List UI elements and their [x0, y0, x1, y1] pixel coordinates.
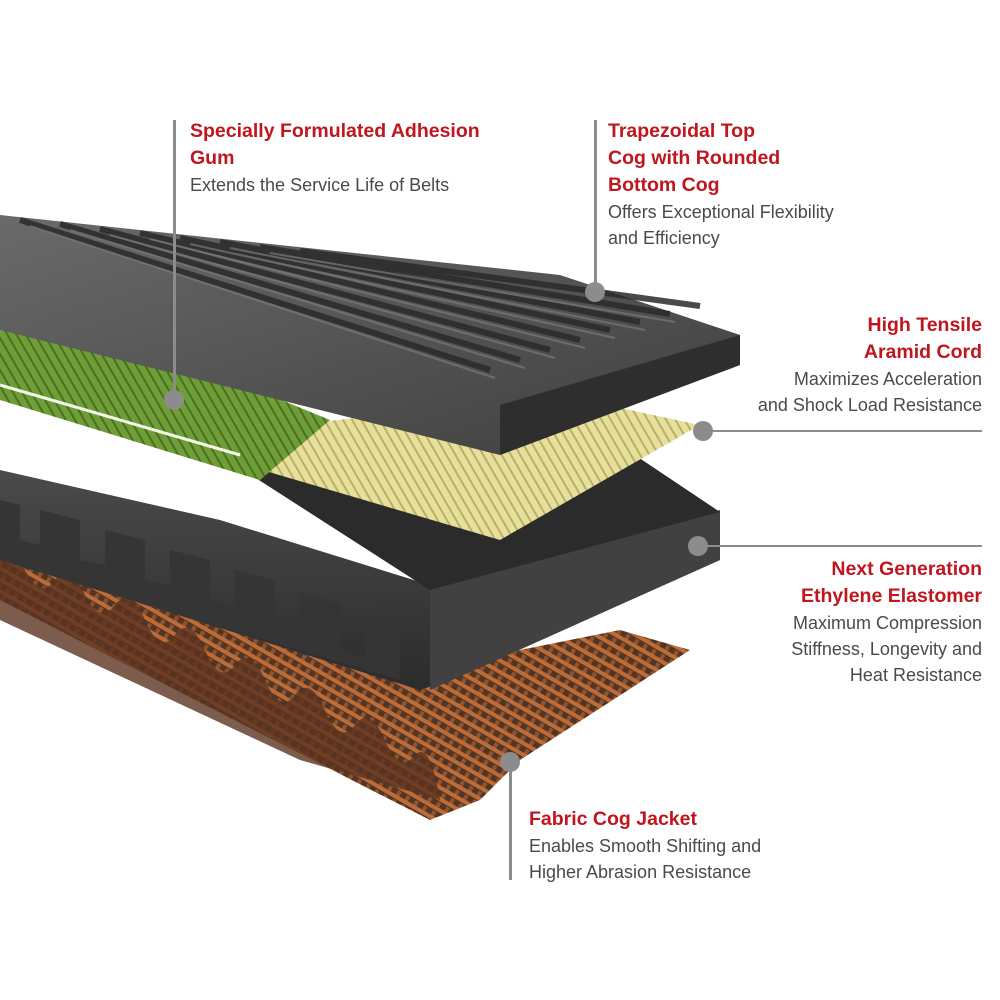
- adhesion-gum-callout: Specially Formulated Adhesion Gum Extend…: [190, 118, 550, 198]
- trapezoidal-cog-description: Offers Exceptional Flexibility and Effic…: [608, 202, 834, 248]
- fabric-jacket-leader-line: [509, 760, 512, 880]
- fabric-jacket-leader-dot: [500, 752, 520, 772]
- trapezoidal-cog-leader-line: [594, 120, 597, 290]
- fabric-jacket-title: Fabric Cog Jacket: [529, 808, 697, 830]
- trapezoidal-cog-title: Trapezoidal Top Cog with Rounded Bottom …: [608, 120, 781, 196]
- elastomer-title: Next Generation Ethylene Elastomer: [801, 558, 982, 607]
- aramid-cord-title: High Tensile Aramid Cord: [863, 314, 982, 363]
- aramid-cord-callout: High Tensile Aramid Cord Maximizes Accel…: [682, 312, 982, 418]
- fabric-jacket-callout: Fabric Cog Jacket Enables Smooth Shiftin…: [529, 806, 829, 885]
- adhesion-gum-leader-dot: [164, 390, 184, 410]
- elastomer-leader-dot: [688, 536, 708, 556]
- adhesion-gum-title: Specially Formulated Adhesion Gum: [190, 120, 480, 169]
- trapezoidal-cog-callout: Trapezoidal Top Cog with Rounded Bottom …: [608, 118, 908, 251]
- aramid-cord-leader-dot: [693, 421, 713, 441]
- adhesion-gum-description: Extends the Service Life of Belts: [190, 175, 450, 195]
- aramid-cord-description: Maximizes Acceleration and Shock Load Re…: [757, 369, 982, 415]
- aramid-cord-leader-line: [702, 430, 982, 432]
- elastomer-callout: Next Generation Ethylene Elastomer Maxim…: [682, 556, 982, 688]
- elastomer-description: Maximum Compression Stiffness, Longevity…: [791, 613, 982, 685]
- elastomer-leader-line: [700, 545, 982, 547]
- adhesion-gum-leader-line: [173, 120, 176, 400]
- trapezoidal-cog-leader-dot: [585, 282, 605, 302]
- fabric-jacket-description: Enables Smooth Shifting and Higher Abras…: [529, 836, 762, 882]
